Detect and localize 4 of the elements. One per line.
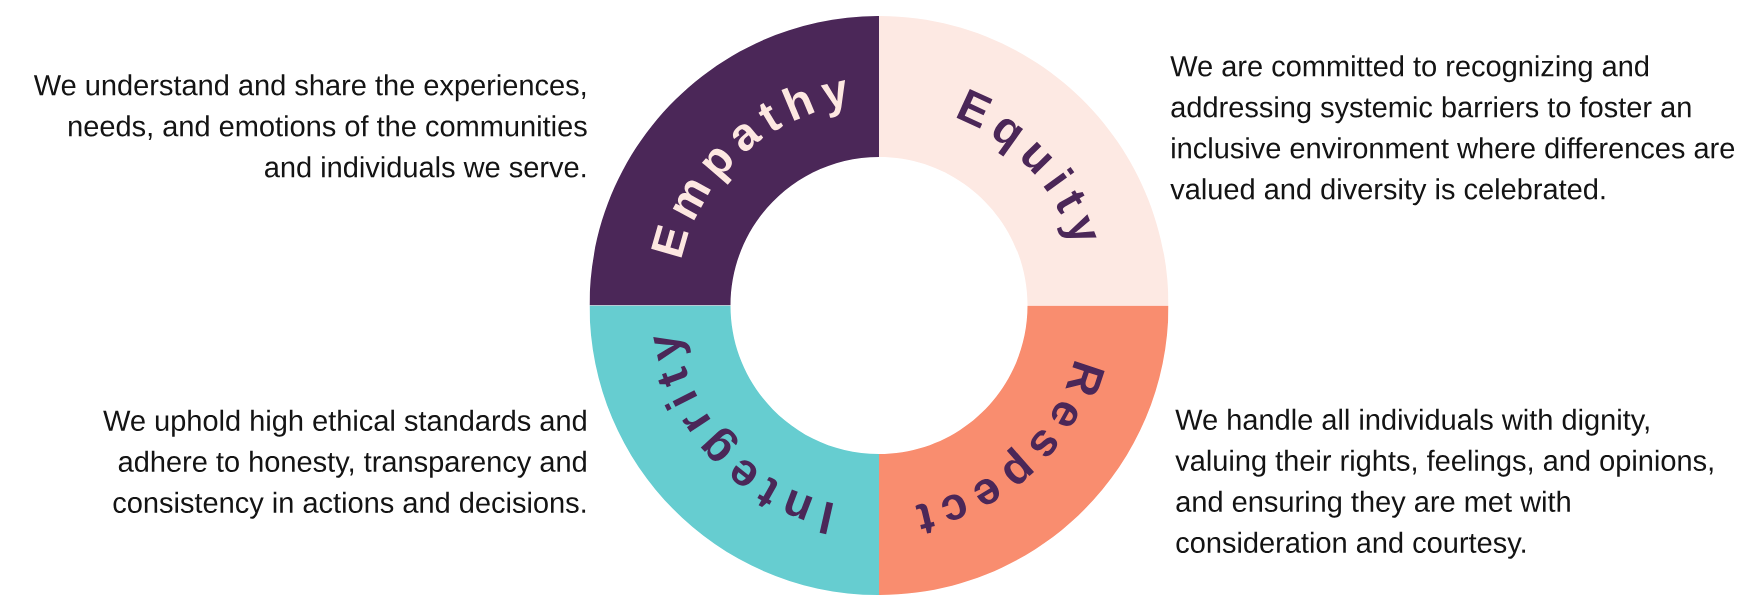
description-text: We understand and share the experiences, needs, and emotions of the communities and individuals we serve. (33, 74, 587, 178)
description-text: We uphold high ethical standards and adhere to honesty, transparency and consistency in actions and decisions. (103, 409, 586, 519)
description-text: We are committed to recognizing and addressing systemic barriers to foster an inclusive environment where differences are valued and diversity is celebrated. (1170, 55, 1735, 206)
description-text: We handle all individuals with dignity, valuing their rights, feelings, and opinions, and ensuring they are met with consideration and courtesy. (1175, 408, 1713, 559)
